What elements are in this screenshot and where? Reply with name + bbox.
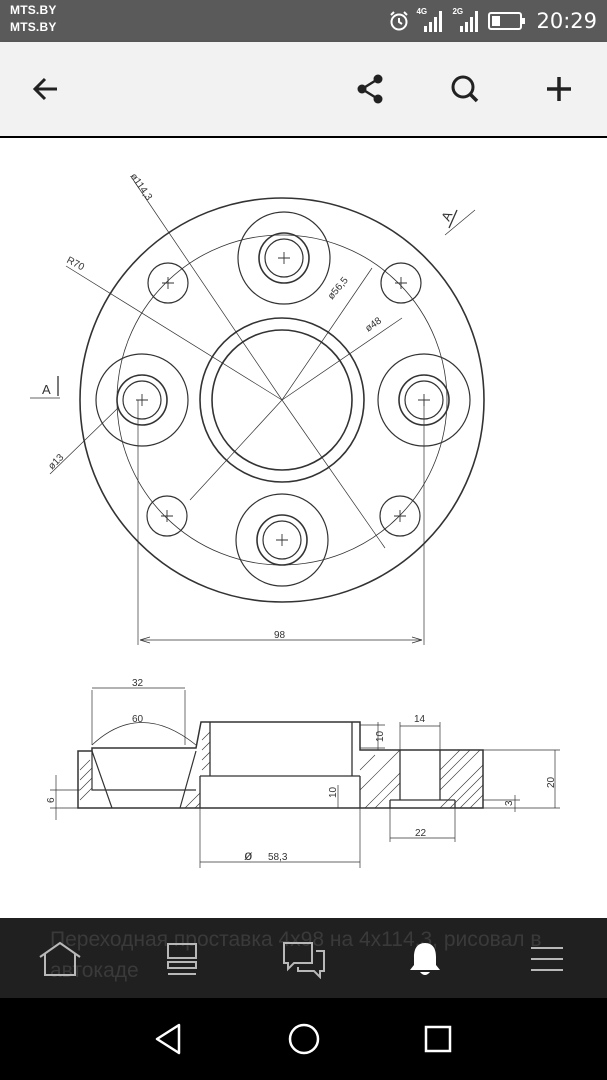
- alarm-icon: [390, 11, 409, 31]
- label-dim98: 98: [274, 630, 286, 641]
- signal-2g-icon: 2G: [452, 7, 482, 34]
- label-dim60: 60: [132, 714, 144, 725]
- system-nav-bar: [0, 998, 607, 1080]
- label-d1143: ø114,3: [128, 171, 155, 203]
- home-button[interactable]: [32, 936, 88, 982]
- clock: 20:29: [536, 9, 597, 33]
- nav-back-icon: [155, 1023, 181, 1055]
- comments-button[interactable]: [276, 936, 332, 982]
- label-dim6: 6: [46, 797, 57, 803]
- label-dim32: 32: [132, 678, 144, 689]
- label-r70: R70: [65, 255, 87, 274]
- carrier-label-secondary: MTS.BY: [10, 20, 57, 34]
- label-d565: ø56,5: [326, 275, 351, 302]
- arrow-left-icon: [32, 77, 57, 101]
- carrier-label: MTS.BY: [10, 3, 57, 17]
- label-phi: ø: [244, 847, 253, 863]
- status-bar: MTS.BY MTS.BY 4G 2G: [0, 0, 607, 42]
- image-viewer[interactable]: ø114,3 R70 A A ø56,5 ø48 ø13 98 32 60 14…: [0, 138, 607, 918]
- bell-icon: [410, 943, 440, 975]
- technical-drawing: ø114,3 R70 A A ø56,5 ø48 ø13 98 32 60 14…: [30, 171, 560, 868]
- nav-recents-icon: [424, 1025, 452, 1053]
- comments-icon: [283, 942, 325, 979]
- plus-icon: [547, 77, 571, 101]
- menu-button[interactable]: [519, 936, 575, 982]
- label-d48: ø48: [363, 315, 384, 334]
- gallery-icon: [167, 943, 197, 975]
- label-dim10-bottom: 10: [328, 786, 339, 798]
- nav-home-button[interactable]: [276, 1016, 332, 1062]
- network-4g-label: 4G: [416, 7, 428, 16]
- label-dim20: 20: [546, 776, 557, 788]
- signal-4g-icon: 4G: [416, 7, 446, 34]
- notifications-button[interactable]: [397, 936, 453, 982]
- label-dim10-top: 10: [375, 730, 386, 742]
- menu-icon: [531, 947, 563, 971]
- bottom-action-bar: Переходная проставка 4х98 на 4х114.3, ри…: [0, 918, 607, 998]
- share-icon: [357, 74, 383, 104]
- search-button[interactable]: [443, 67, 487, 111]
- home-icon: [39, 941, 81, 976]
- add-button[interactable]: [537, 67, 581, 111]
- battery-icon: [488, 12, 526, 30]
- label-dim22: 22: [415, 828, 427, 839]
- label-dim583: 58,3: [268, 852, 288, 863]
- gallery-button[interactable]: [154, 936, 210, 982]
- label-section-a-left: A: [42, 382, 51, 397]
- back-button[interactable]: [24, 67, 68, 111]
- nav-recents-button[interactable]: [410, 1016, 466, 1062]
- label-section-a-top: A: [438, 209, 455, 223]
- status-icons: 4G 2G 20:29: [388, 6, 597, 36]
- label-dim14: 14: [414, 714, 426, 725]
- label-d13: ø13: [46, 452, 66, 472]
- share-button[interactable]: [348, 67, 392, 111]
- search-icon: [451, 75, 479, 103]
- nav-home-icon: [288, 1023, 320, 1055]
- nav-back-button[interactable]: [141, 1016, 197, 1062]
- label-dim3: 3: [504, 800, 515, 806]
- network-2g-label: 2G: [452, 7, 464, 16]
- app-toolbar: [0, 42, 607, 136]
